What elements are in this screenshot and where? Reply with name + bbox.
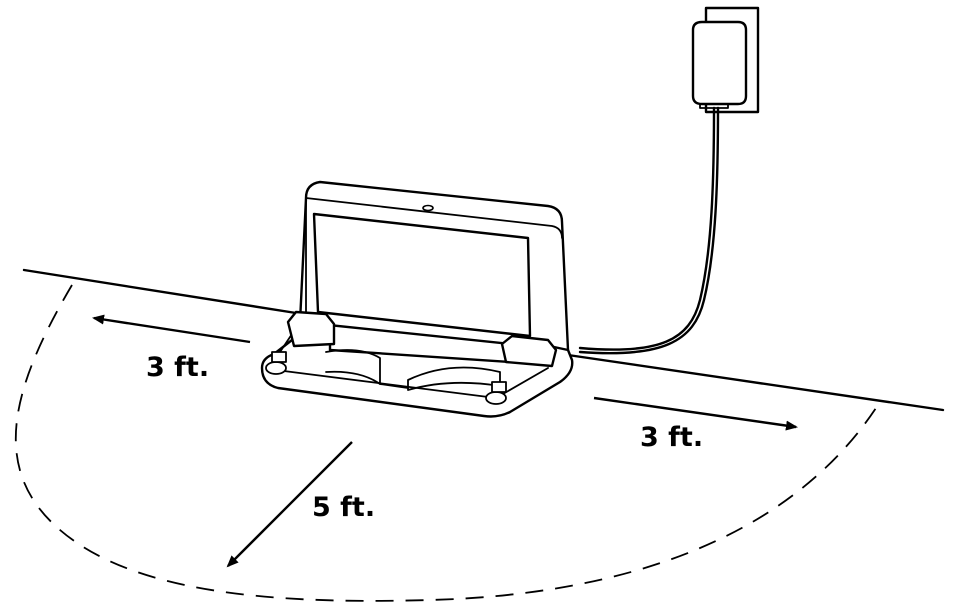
clearance-zone-dashed-outline — [14, 284, 879, 602]
dock-left-wheel-recess — [325, 349, 381, 385]
adapter-body — [691, 20, 748, 106]
dock-left-post — [286, 310, 336, 348]
front-clearance-arrow — [226, 441, 353, 568]
power-adapter — [578, 6, 760, 355]
dock-indicator-light — [422, 204, 434, 212]
right-clearance-arrow — [593, 396, 798, 431]
charging-dock — [260, 180, 574, 418]
wall-baseline — [22, 268, 945, 412]
dock-front-panel — [312, 212, 532, 338]
power-cord — [578, 106, 716, 351]
left-distance-label: 3 ft. — [146, 352, 209, 383]
right-distance-label: 3 ft. — [640, 422, 703, 453]
left-charging-contact — [265, 351, 287, 375]
left-clearance-arrow — [92, 314, 251, 344]
right-charging-contact — [485, 381, 507, 405]
dock-right-post — [500, 334, 558, 368]
front-distance-label: 5 ft. — [312, 492, 375, 523]
